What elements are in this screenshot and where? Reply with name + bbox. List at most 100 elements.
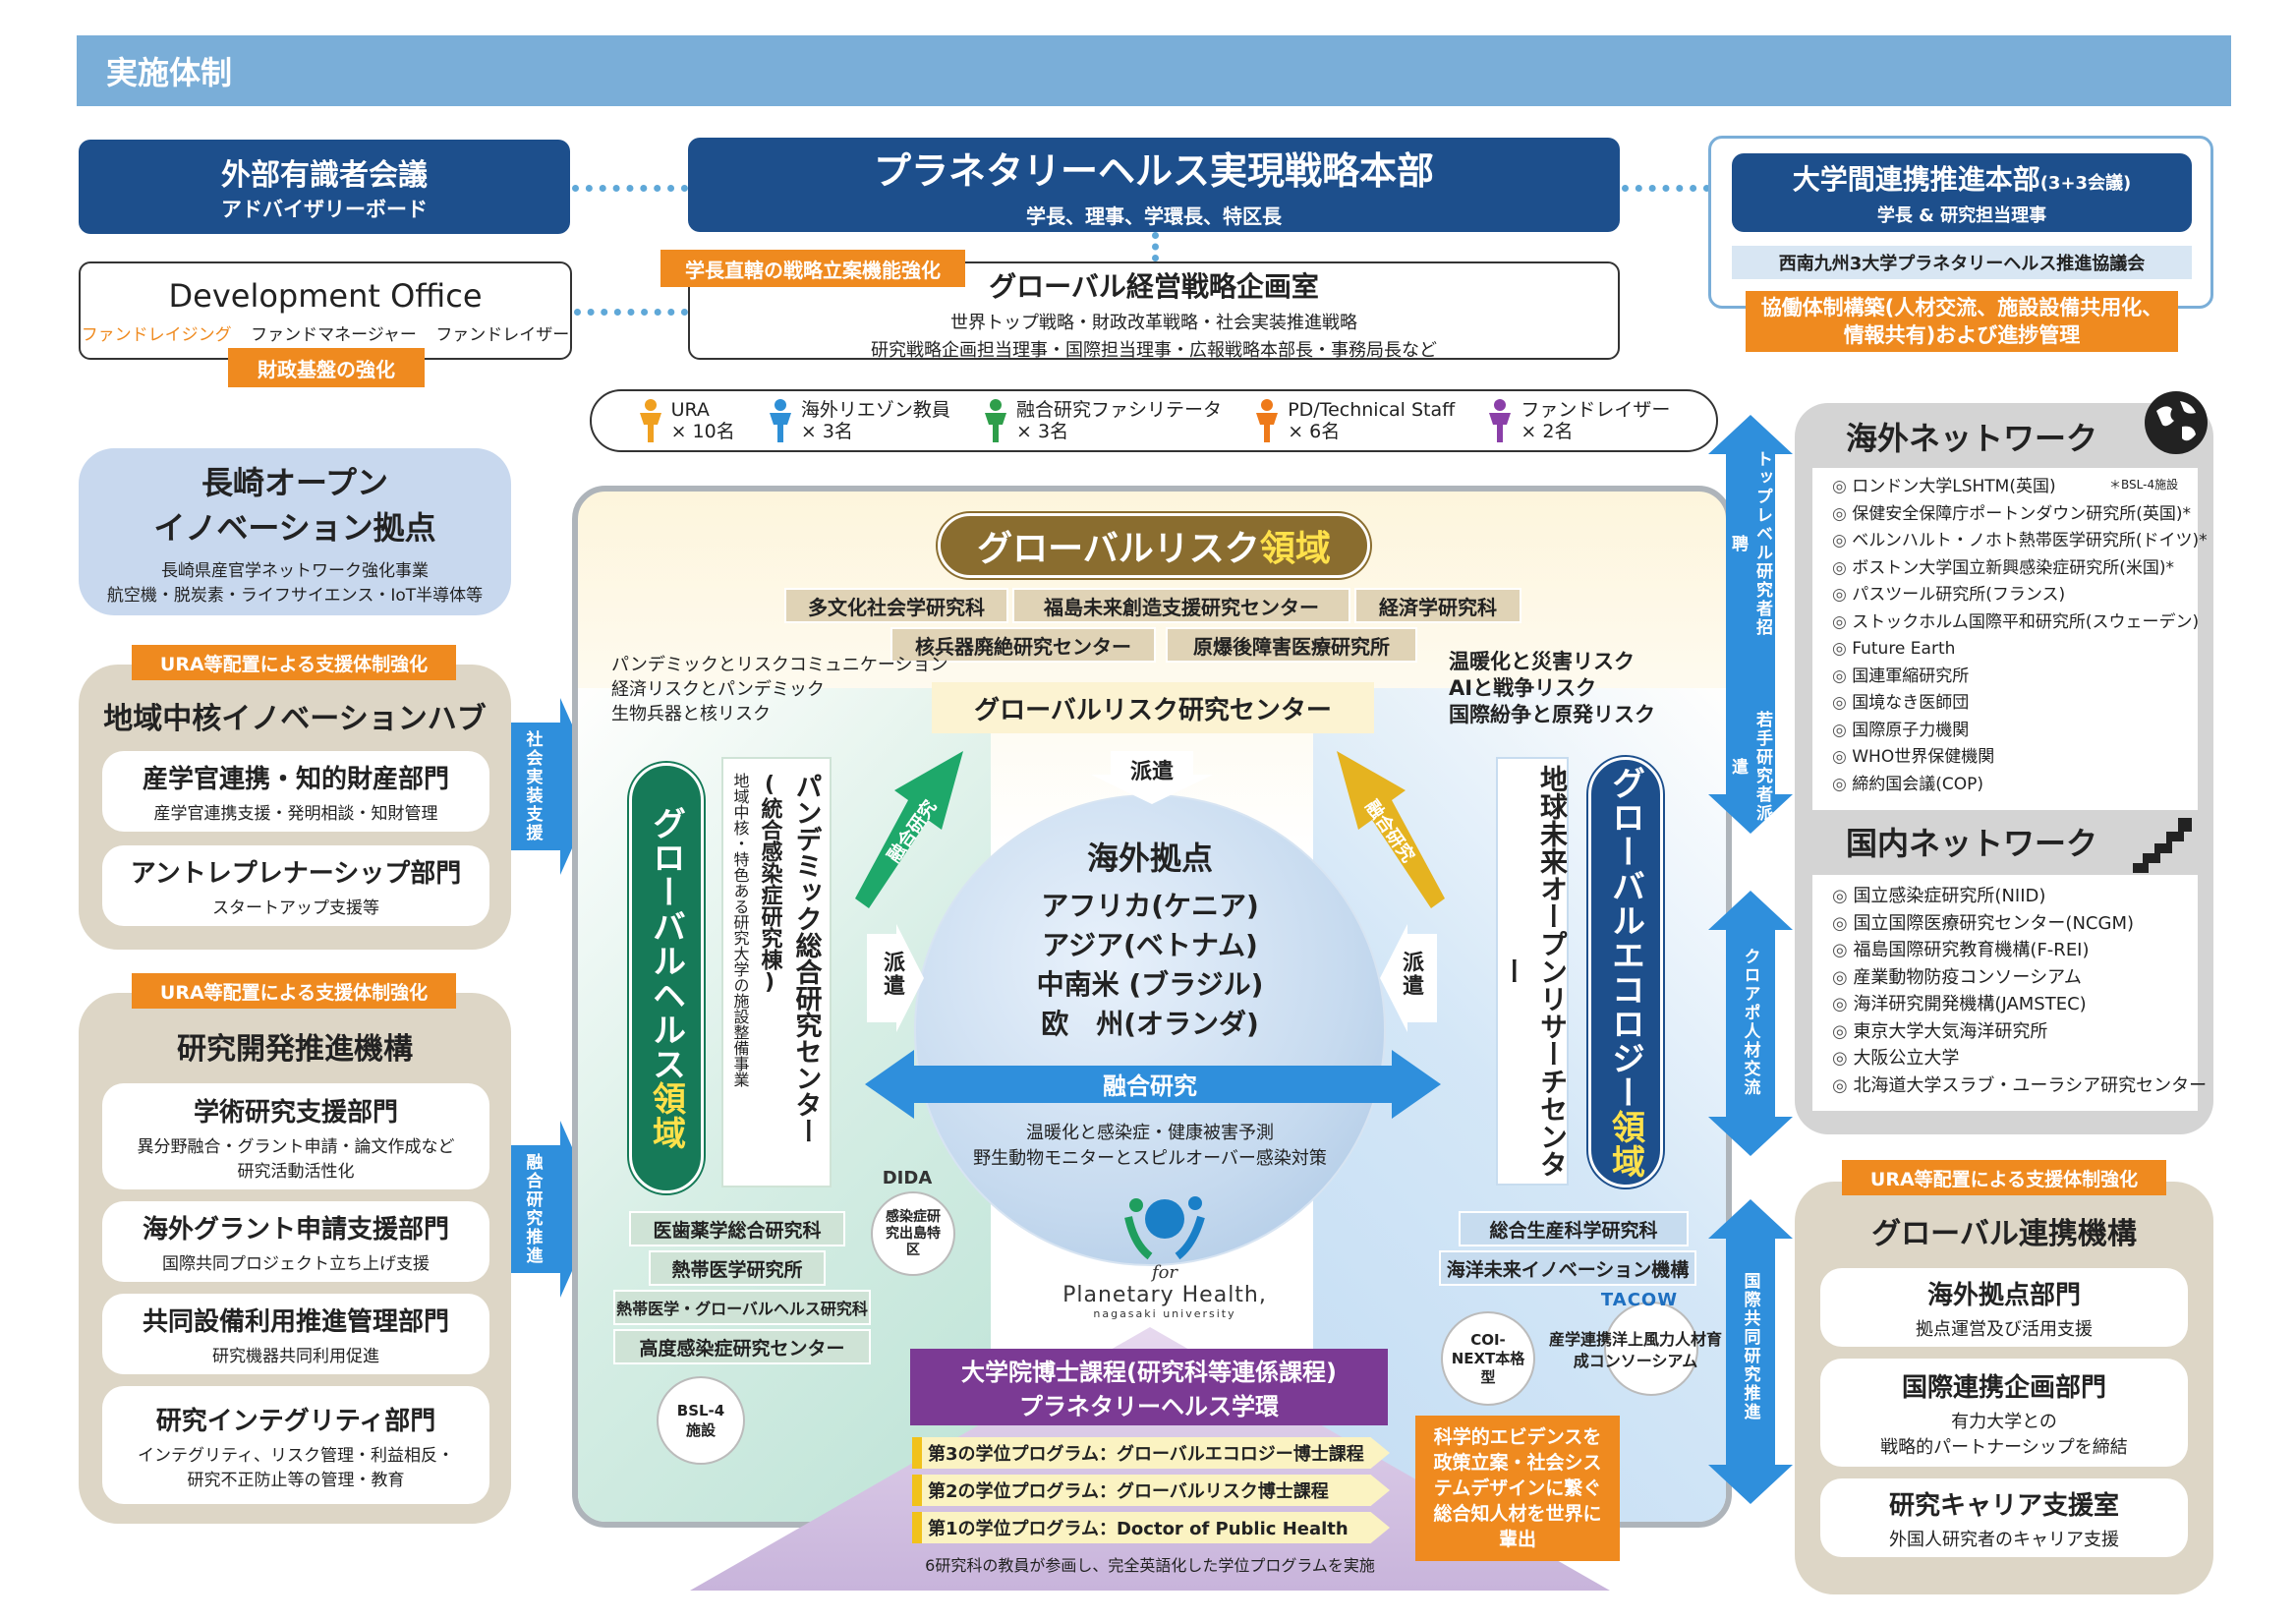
hub-dept-sub: 産学官連携支援・発明相談・知財管理	[153, 804, 438, 824]
network-item: 北海道大学スラブ・ユーラシア研究センター	[1832, 1072, 2207, 1100]
risk-topic: 生物兵器と核リスク	[611, 704, 771, 724]
pandemic-sub: (統合感染症研究棟)	[757, 773, 782, 995]
network-item: パスツール研究所(フランス)	[1832, 582, 2188, 609]
degree-program: 第1の学位プログラム：Doctor of Public Health	[912, 1512, 1390, 1543]
arrow-double-vertical-icon	[1708, 1199, 1793, 1504]
degree-program-label: 第2の学位プログラム：グローバルリスク博士課程	[928, 1481, 1329, 1502]
risk-unit: 経済学研究科	[1354, 588, 1521, 623]
univ-title: 大学間連携推進本部	[1792, 163, 2040, 196]
rnd-dept: 研究インテグリティ部門 インテグリティ、リスク管理・利益相反・ 研究不正防止等の…	[102, 1386, 489, 1504]
arrow-right-icon	[867, 924, 924, 1032]
network-item: ロンドン大学LSHTM(英国)	[1832, 474, 2188, 501]
arrow-intl-label: 国際共同研究推進	[1740, 1272, 1760, 1421]
univ-collab-hq: 大学間連携推進本部(3+3会議) 学長 & 研究担当理事	[1732, 153, 2192, 232]
univ-tag: (3+3会議)	[2039, 173, 2132, 194]
risk-topic: 温暖化と災害リスク	[1449, 650, 1635, 673]
arrow-young-label: 若手研究者派遣	[1728, 711, 1772, 823]
staff-name: URA	[670, 399, 710, 421]
degree-program-label: 第1の学位プログラム：Doctor of Public Health	[928, 1519, 1349, 1539]
network-item: 保健安全保障庁ポートンダウン研究所(英国)*	[1832, 501, 2191, 529]
collab-dept-title: 研究キャリア支援室	[1888, 1490, 2119, 1521]
ecology-domain-title: グローバルエコロジー領域	[1588, 757, 1663, 1188]
arrow-double-vertical-icon	[1708, 891, 1793, 1156]
advisory-board: 外部有識者会議 アドバイザリーボード	[79, 140, 570, 234]
risk-title-b: 領域	[1259, 529, 1331, 569]
health-unit: 高度感染症研究センター	[613, 1329, 871, 1364]
person-icon	[769, 399, 791, 442]
univ-council: 西南九州3大学プラネタリーヘルス推進協議会	[1732, 246, 2192, 279]
base-site: 中南米 (ブラジル)	[1036, 968, 1264, 1001]
arrow-double-icon	[865, 1050, 1441, 1119]
person-icon	[1489, 399, 1512, 442]
rnd-title: 研究開発推進機構	[177, 1032, 413, 1067]
collab-dept-sub2: 戦略的パートナーシップを締結	[1880, 1436, 2128, 1458]
overseas-bases: 海外拠点 アフリカ(ケニア) アジア(ベトナム) 中南米 (ブラジル) 欧 州(…	[1012, 834, 1288, 1044]
rnd-dept-title: 学術研究支援部門	[193, 1097, 398, 1128]
risk-unit: 核兵器廃絶研究センター	[890, 627, 1156, 663]
overseas-net-box: ロンドン大学LSHTM(英国) 保健安全保障庁ポートンダウン研究所(英国)* ベ…	[1812, 468, 2208, 810]
ecology-unit: 海洋未来イノベーション機構	[1439, 1250, 1696, 1286]
ecology-title-a: グローバルエコロジー	[1605, 766, 1645, 1110]
grad-side-note: 科学的エビデンスを政策立案・社会システムデザインに繋ぐ総合知人材を世界に輩出	[1415, 1416, 1620, 1561]
risk-unit: 福島未来創造支援研究センター	[1012, 588, 1350, 623]
dida-badge: 感染症研究出島特区	[871, 1191, 955, 1276]
staff-item: 海外リエゾン教員× 3名	[768, 399, 950, 442]
grad-note: 6研究科の教員が参画し、完全英語化した学位プログラムを実施	[925, 1556, 1375, 1575]
person-icon	[639, 399, 661, 442]
degree-program: 第2の学位プログラム：グローバルリスク博士課程	[912, 1475, 1390, 1506]
risk-topic: パンデミックとリスクコミュニケーション	[611, 655, 948, 675]
staff-item: URA× 10名	[638, 399, 735, 442]
rnd-dept-title: 海外グラント申請支援部門	[142, 1215, 449, 1245]
hub-dept-title: アントレプレナーシップ部門	[130, 859, 462, 889]
collab-dept: 国際連携企画部門 有力大学との 戦略的パートナーシップを締結	[1820, 1359, 2188, 1467]
ura-tag: URA等配置による支援体制強化	[132, 973, 456, 1009]
gm-tag: 学長直轄の戦略立案機能強化	[660, 250, 965, 287]
network-item: 国際原子力機関	[1832, 718, 2188, 745]
staff-count: × 10名	[670, 421, 735, 442]
risk-left-topics: パンデミックとリスクコミュニケーション 経済リスクとパンデミック 生物兵器と核リ…	[611, 653, 948, 726]
risk-domain-title: グローバルリスク領域	[938, 513, 1370, 578]
logo-for: for	[1151, 1262, 1178, 1283]
health-unit: 熱帯医学研究所	[649, 1250, 826, 1286]
staff-item: 融合研究ファシリテータ× 3名	[983, 399, 1222, 442]
rnd-dept: 共同設備利用推進管理部門 研究機器共同利用促進	[102, 1294, 489, 1374]
dev-fundraising: ファンドレイジング	[81, 324, 232, 345]
univ-sub: 学長 & 研究担当理事	[1876, 205, 2047, 226]
connector-line	[574, 309, 688, 316]
header-title: 実施体制	[106, 54, 233, 91]
nagasaki-title2: イノベーション拠点	[153, 509, 436, 547]
degree-program: 第3の学位プログラム：グローバルエコロジー博士課程	[912, 1437, 1390, 1469]
network-item: 東京大学大気海洋研究所	[1832, 1018, 2188, 1046]
consortium-badge	[1604, 1302, 1698, 1396]
base-site: 欧 州(オランダ)	[1041, 1008, 1259, 1040]
rnd-dept-sub: 異分野融合・グラント申請・論文作成など	[137, 1136, 455, 1157]
collab-dept: 海外拠点部門 拠点運営及び活用支援	[1820, 1268, 2188, 1347]
coi-badge: COI-NEXT本格型	[1441, 1311, 1535, 1406]
bsl4-label: BSL-4施設	[676, 1401, 725, 1439]
rnd-dept-sub: 研究機器共同利用促進	[212, 1347, 379, 1366]
gm-l1: 世界トップ戦略・財政改革戦略・社会実装推進戦略	[950, 313, 1357, 333]
risk-title-a: グローバルリスク	[977, 529, 1260, 569]
grad-title2: プラネタリーヘルス学環	[1019, 1393, 1279, 1420]
health-title-b: 領域	[646, 1081, 686, 1150]
arrow-cross-label: クロアポ人材交流	[1740, 948, 1760, 1097]
network-item: 国連軍縮研究所	[1832, 664, 2188, 691]
dev-title: Development Office	[168, 276, 483, 315]
connector-line	[1152, 232, 1159, 261]
gm-l2: 研究戦略企画担当理事・国際担当理事・広報戦略本部長・事務局長など	[871, 340, 1437, 361]
arrow-down-icon	[1091, 751, 1213, 804]
network-item: Future Earth	[1832, 636, 2188, 664]
staff-name: PD/Technical Staff	[1288, 399, 1456, 421]
globe-icon	[914, 794, 1386, 1266]
fusion-topics: 温暖化と感染症・健康被害予測 野生動物モニターとスピルオーバー感染対策	[924, 1121, 1376, 1172]
network-item: WHO世界保健機関	[1832, 744, 2188, 772]
dev-tag: 財政基盤の強化	[228, 348, 425, 387]
staff-name: 融合研究ファシリテータ	[1016, 399, 1223, 421]
staff-count: × 3名	[800, 421, 853, 442]
staff-item: PD/Technical Staff× 6名	[1254, 399, 1455, 442]
collab-dept: 研究キャリア支援室 外国人研究者のキャリア支援	[1820, 1478, 2188, 1557]
global-collab-title: グローバル連携機構	[1871, 1217, 2137, 1251]
rnd-dept-sub2: 研究活動活性化	[237, 1161, 355, 1182]
hq-title: プラネタリーヘルス実現戦略本部	[873, 149, 1434, 193]
nagasaki-l1: 長崎県産官学ネットワーク強化事業	[161, 561, 429, 581]
